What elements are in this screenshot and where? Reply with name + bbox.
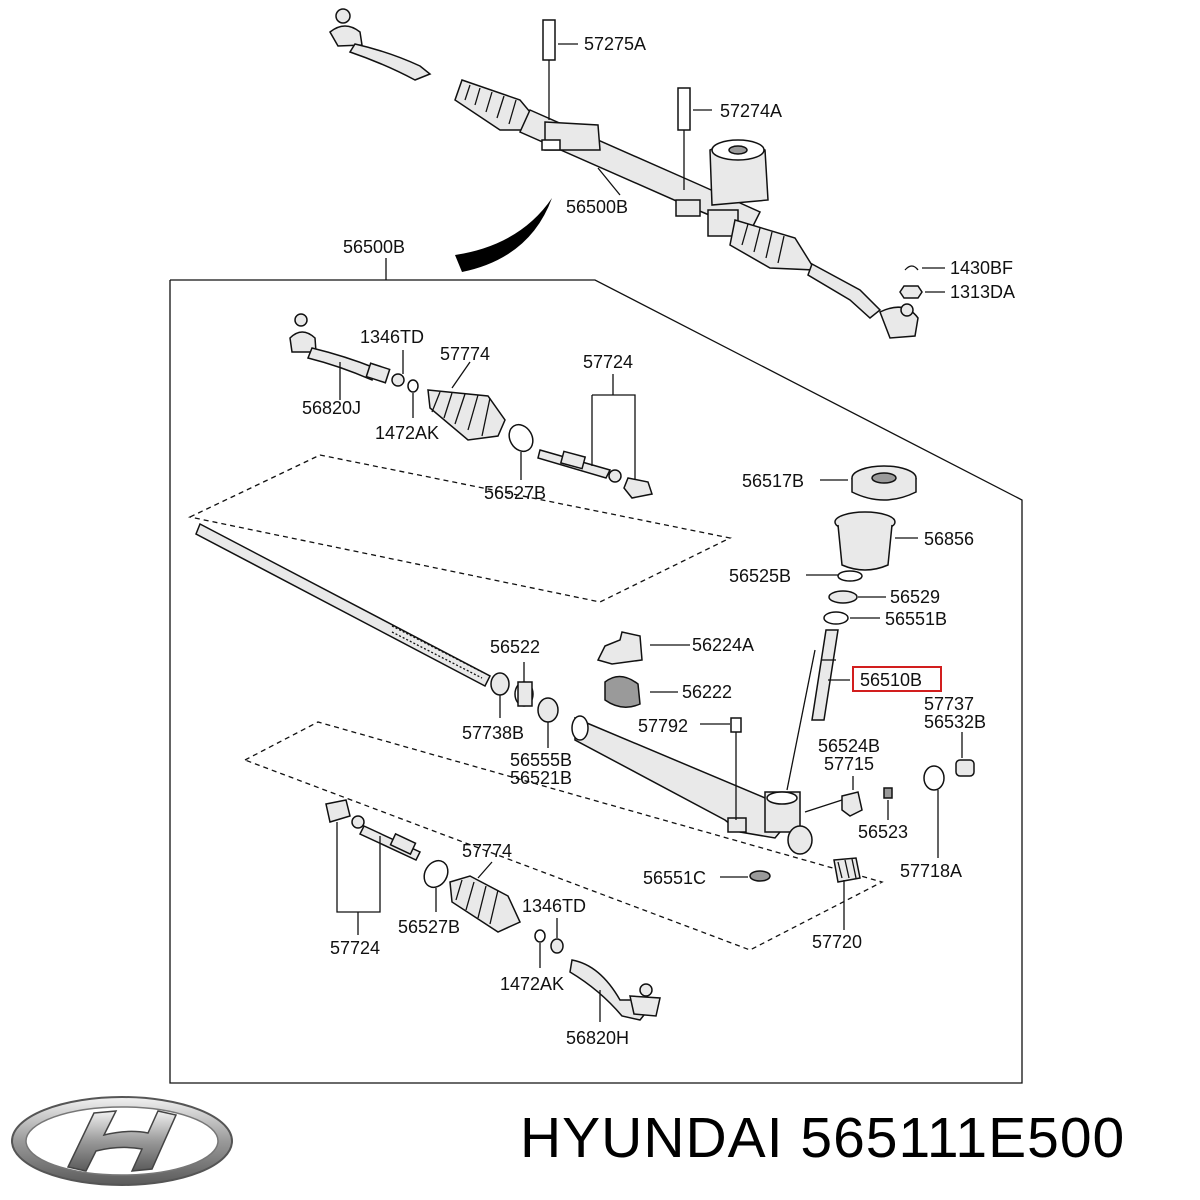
inner-rod-lower bbox=[325, 799, 422, 935]
nut-lower bbox=[550, 938, 564, 954]
label-56523: 56523 bbox=[858, 822, 908, 842]
label-56532b: 56532B bbox=[924, 712, 986, 732]
curved-arrow bbox=[455, 198, 552, 272]
tie-rod-end-lower bbox=[569, 959, 661, 1022]
washer-lower bbox=[534, 929, 546, 943]
label-56551c: 56551C bbox=[643, 868, 706, 888]
label-57720: 57720 bbox=[812, 932, 862, 952]
clamp-ring-lower bbox=[423, 859, 449, 889]
label-56856: 56856 bbox=[924, 529, 974, 549]
boot-lower bbox=[449, 861, 521, 933]
label-56517b: 56517B bbox=[742, 471, 804, 491]
pinion-housing-parts bbox=[806, 465, 918, 625]
label-56524b: 56524B bbox=[818, 736, 880, 756]
label-57792: 57792 bbox=[638, 716, 688, 736]
label-57724-lower: 57724 bbox=[330, 938, 380, 958]
brand-part-number: HYUNDAI 565111E500 bbox=[520, 1106, 1126, 1170]
label-57275a: 57275A bbox=[584, 34, 646, 54]
label-56820j: 56820J bbox=[302, 398, 361, 418]
bracket-56224a bbox=[596, 631, 690, 665]
highlight-box bbox=[852, 666, 942, 692]
label-56527b-upper: 56527B bbox=[484, 483, 546, 503]
part-labels: 57275A 57274A 56500B 1430BF 1313DA 56500… bbox=[302, 34, 1015, 1048]
label-56521b: 56521B bbox=[510, 768, 572, 788]
label-56820h: 56820H bbox=[566, 1028, 629, 1048]
label-57715: 57715 bbox=[824, 754, 874, 774]
yoke-parts bbox=[720, 732, 975, 930]
label-56527b-lower: 56527B bbox=[398, 917, 460, 937]
label-57774-lower: 57774 bbox=[462, 841, 512, 861]
pinion-shaft bbox=[811, 629, 850, 721]
label-1472ak-upper: 1472AK bbox=[375, 423, 439, 443]
label-56525b: 56525B bbox=[729, 566, 791, 586]
label-1346td-lower: 1346TD bbox=[522, 896, 586, 916]
brand-footer: HYUNDAI 565111E500 bbox=[0, 1085, 1200, 1200]
label-57738b: 57738B bbox=[462, 723, 524, 743]
label-57774-upper: 57774 bbox=[440, 344, 490, 364]
label-56529: 56529 bbox=[890, 587, 940, 607]
plug-57792 bbox=[730, 717, 742, 733]
label-57718a: 57718A bbox=[900, 861, 962, 881]
label-56510b: 56510B bbox=[860, 670, 922, 690]
label-1472ak-lower: 1472AK bbox=[500, 974, 564, 994]
rack-bushings bbox=[490, 662, 559, 748]
label-57274a: 57274A bbox=[720, 101, 782, 121]
label-1430bf: 1430BF bbox=[950, 258, 1013, 278]
label-1346td-upper: 1346TD bbox=[360, 327, 424, 347]
boot-upper bbox=[427, 361, 506, 441]
label-56555b: 56555B bbox=[510, 750, 572, 770]
label-56224a: 56224A bbox=[692, 635, 754, 655]
label-56522: 56522 bbox=[490, 637, 540, 657]
label-57724-upper: 57724 bbox=[583, 352, 633, 372]
inner-rod-upper bbox=[537, 374, 653, 499]
tie-rod-end-upper bbox=[289, 313, 419, 418]
label-56500b-box: 56500B bbox=[343, 237, 405, 257]
label-57737: 57737 bbox=[924, 694, 974, 714]
hyundai-logo-icon bbox=[11, 1096, 233, 1186]
label-1313da: 1313DA bbox=[950, 282, 1015, 302]
label-56551b: 56551B bbox=[885, 609, 947, 629]
rack-bar bbox=[195, 522, 491, 688]
label-56500b-top: 56500B bbox=[566, 197, 628, 217]
bushing-56222 bbox=[604, 675, 678, 708]
assembled-steering-gear bbox=[329, 8, 945, 339]
label-56222: 56222 bbox=[682, 682, 732, 702]
clamp-ring-upper bbox=[508, 423, 534, 453]
exploded-view-box bbox=[169, 258, 1023, 1084]
